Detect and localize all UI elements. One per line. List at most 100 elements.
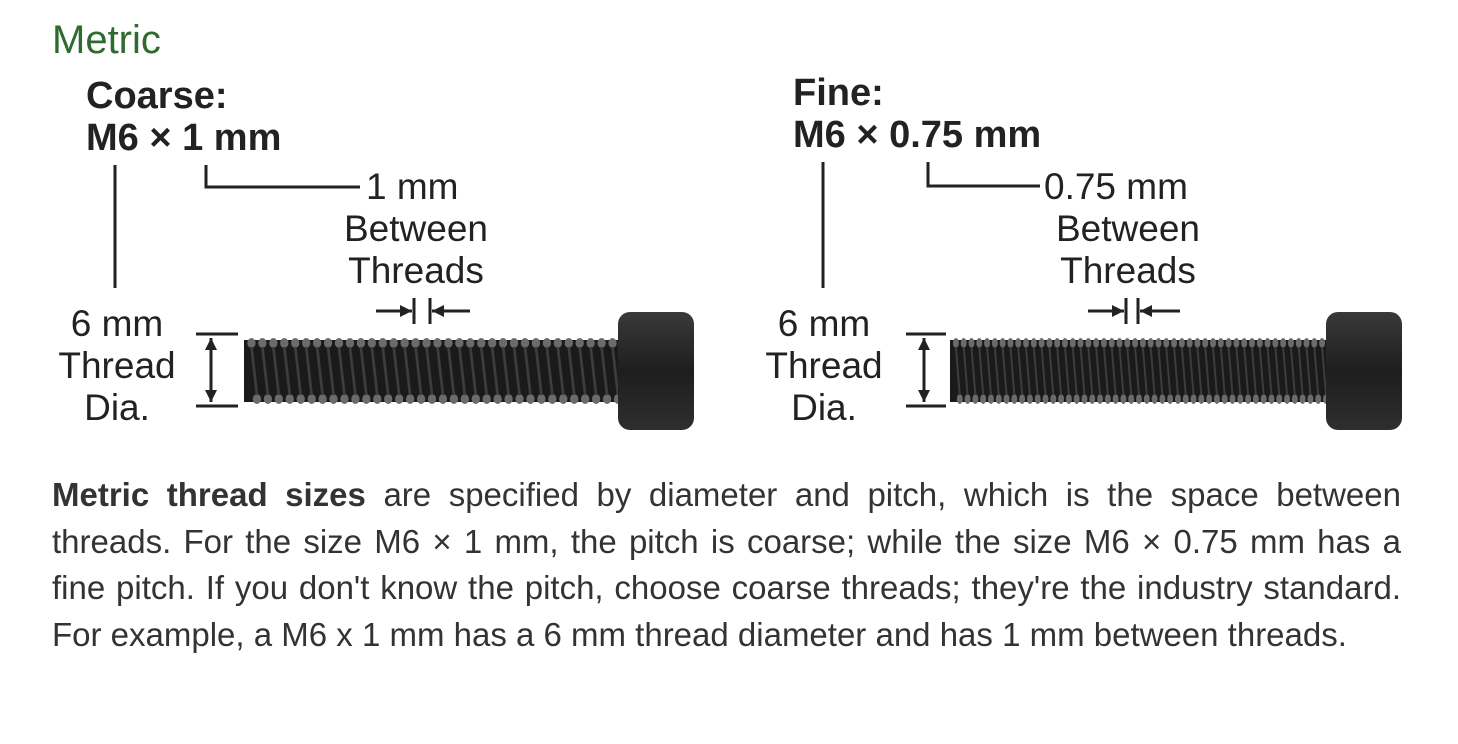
thread-crest-top — [455, 338, 464, 348]
thread-flank — [978, 346, 985, 396]
thread-crest-top — [323, 338, 333, 348]
thread-flank — [578, 346, 587, 396]
thread-flank — [1001, 346, 1008, 396]
thread-crest-top — [1233, 338, 1240, 348]
coarse-bolt-image — [244, 312, 694, 430]
thread-crest-bottom — [1058, 394, 1065, 404]
thread-crest-bottom — [405, 394, 415, 404]
thread-crest-top — [999, 338, 1006, 348]
thread-crest-top — [1077, 338, 1084, 348]
thread-flank — [348, 346, 357, 396]
thread-crest-bottom — [956, 394, 963, 404]
coarse-diameter-dimension — [196, 332, 238, 408]
thread-flank — [359, 346, 368, 396]
thread-flank — [567, 346, 576, 396]
thread-crest-top — [1163, 338, 1170, 348]
description-bold-lead: Metric thread sizes — [52, 476, 366, 513]
thread-crest-bottom — [1245, 394, 1252, 404]
fine-size-label: M6 × 0.75 mm — [793, 114, 1041, 156]
fine-pitch-threads: Threads — [1060, 250, 1196, 291]
thread-flank — [1149, 346, 1156, 396]
description-text: are specified by diameter and pitch, whi… — [52, 476, 1401, 653]
thread-crest-top — [466, 338, 475, 348]
thread-crest-top — [312, 338, 322, 348]
thread-flank — [1095, 346, 1102, 396]
thread-flank — [1110, 346, 1117, 396]
thread-crest-bottom — [1128, 394, 1135, 404]
coarse-pitch-between: Between — [344, 208, 488, 249]
thread-crest-top — [1303, 338, 1310, 348]
thread-crest-bottom — [570, 394, 579, 404]
thread-crest-top — [991, 338, 998, 348]
thread-crest-bottom — [1097, 394, 1104, 404]
thread-pitch-diagram: Coarse: M6 × 1 mm 1 mm Between Threads 6… — [58, 72, 1402, 430]
thread-crest-bottom — [1291, 394, 1298, 404]
thread-flank — [304, 346, 314, 396]
fine-dia-thread: Thread — [765, 345, 882, 386]
thread-flank — [1219, 346, 1226, 396]
thread-crest-bottom — [1065, 394, 1072, 404]
thread-crest-top — [1038, 338, 1045, 348]
thread-crest-top — [1069, 338, 1076, 348]
thread-flank — [970, 346, 977, 396]
thread-crest-top — [1264, 338, 1271, 348]
thread-crest-top — [531, 338, 541, 348]
thread-flank — [315, 346, 324, 396]
thread-flank — [490, 346, 500, 396]
thread-crest-bottom — [504, 394, 513, 404]
thread-crest-bottom — [329, 394, 338, 404]
thread-crest-bottom — [1284, 394, 1291, 404]
coarse-thread-crests — [247, 338, 623, 404]
thread-crest-bottom — [964, 394, 971, 404]
thread-crest-bottom — [351, 394, 360, 404]
thread-crest-top — [1108, 338, 1115, 348]
thread-crest-top — [1023, 338, 1029, 348]
thread-crest-top — [1171, 338, 1178, 348]
thread-flank — [326, 346, 335, 396]
thread-flank — [447, 346, 456, 396]
thread-crest-top — [488, 338, 497, 348]
coarse-pitch-leader — [204, 165, 360, 189]
thread-crest-bottom — [581, 394, 590, 404]
thread-flank — [1305, 346, 1312, 396]
fine-pitch-between: Between — [1056, 208, 1200, 249]
thread-crest-top — [1202, 338, 1209, 348]
thread-flank — [271, 346, 281, 396]
thread-crest-bottom — [1112, 394, 1119, 404]
thread-flank — [1032, 346, 1039, 396]
thread-flank — [1212, 346, 1218, 396]
thread-crest-bottom — [1221, 394, 1228, 404]
thread-crest-bottom — [1042, 394, 1049, 404]
coarse-panel: Coarse: M6 × 1 mm 1 mm Between Threads 6… — [58, 75, 694, 430]
thread-crest-bottom — [1237, 394, 1244, 404]
thread-crest-bottom — [559, 394, 568, 404]
thread-crest-top — [1015, 338, 1022, 348]
thread-crest-top — [509, 338, 519, 348]
thread-crest-bottom — [1011, 394, 1018, 404]
thread-flank — [436, 346, 445, 396]
thread-crest-bottom — [1050, 394, 1057, 404]
thread-crest-bottom — [972, 394, 979, 404]
thread-crest-top — [542, 338, 552, 348]
thread-crest-top — [553, 338, 562, 348]
thread-flank — [1017, 346, 1024, 396]
thread-crest-top — [952, 338, 959, 348]
thread-crest-bottom — [591, 394, 601, 404]
thread-flank — [1040, 346, 1047, 396]
thread-flank — [414, 346, 423, 396]
thread-flank — [962, 346, 969, 396]
thread-flank — [425, 346, 434, 396]
thread-crest-bottom — [438, 394, 448, 404]
thread-flank — [282, 346, 292, 396]
thread-crest-top — [1139, 338, 1146, 348]
thread-crest-bottom — [1003, 394, 1010, 404]
thread-crest-bottom — [252, 394, 262, 404]
thread-crest-bottom — [416, 394, 426, 404]
coarse-pitch-threads: Threads — [348, 250, 484, 291]
thread-crest-bottom — [1034, 394, 1041, 404]
thread-crest-bottom — [384, 394, 393, 404]
thread-crest-bottom — [1073, 394, 1080, 404]
thread-flank — [1118, 346, 1125, 396]
thread-crest-bottom — [274, 394, 283, 404]
thread-crest-bottom — [1198, 394, 1205, 404]
